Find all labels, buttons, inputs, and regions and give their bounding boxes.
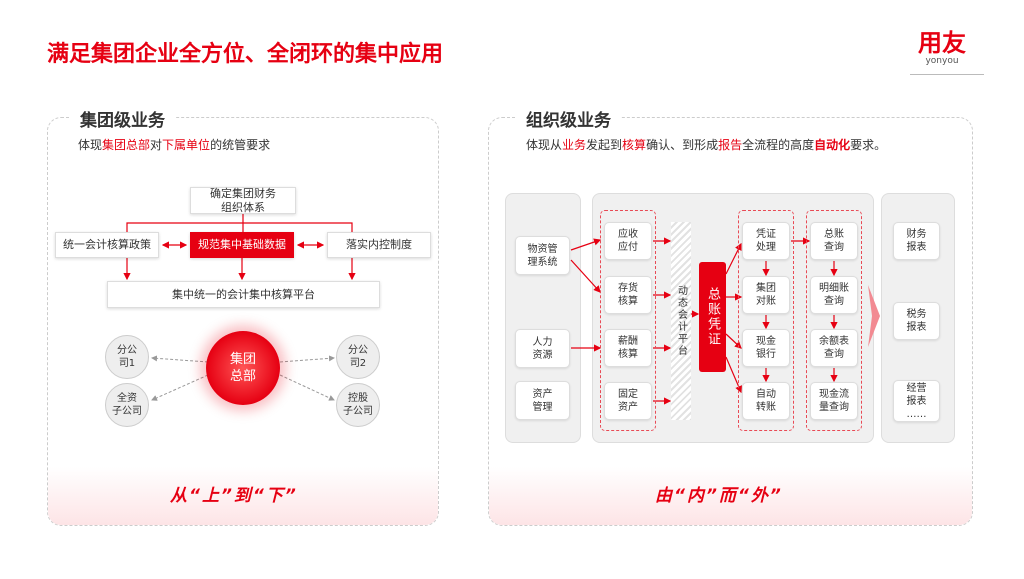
queries-group — [806, 210, 862, 431]
ar-ap-box: 应收 应付 — [604, 222, 652, 260]
hr-box: 人力 资源 — [515, 329, 570, 368]
sub-highlight: 业务 — [562, 138, 587, 152]
sub-text: 全流程的高度 — [742, 138, 815, 152]
sub-text: 体现从 — [526, 138, 563, 152]
operating-report-box: 经营 报表 …… — [893, 380, 940, 422]
sub-highlight: 报告 — [718, 138, 743, 152]
modules-group — [600, 210, 656, 431]
left-slogan: 从“上”到“下” — [170, 486, 298, 506]
gl-voucher-box: 总账凭证 — [699, 262, 726, 372]
financial-report-box: 财务 报表 — [893, 222, 940, 260]
group-level-subtitle: 体现集团总部对下属单位的统管要求 — [78, 136, 270, 153]
header-divider — [910, 74, 984, 75]
fixed-assets-box: 固定 资产 — [604, 382, 652, 420]
sub-text: 发起到 — [586, 138, 623, 152]
inventory-box: 存货 核算 — [604, 276, 652, 314]
yonyou-logo: 用友 yonyou — [912, 30, 972, 66]
group-level-title: 集团级业务 — [70, 106, 175, 131]
asset-mgmt-box: 资产 管理 — [515, 381, 570, 420]
logo-cn: 用友 — [918, 29, 966, 57]
detail-ledger-query-box: 明细账 查询 — [810, 276, 858, 314]
group-reconciliation-box: 集团 对账 — [742, 276, 790, 314]
gl-query-box: 总账 查询 — [810, 222, 858, 260]
group-hq-circle: 集团 总部 — [206, 331, 280, 405]
sub-highlight: 核算 — [622, 138, 647, 152]
tax-report-box: 税务 报表 — [893, 302, 940, 340]
sub-highlight: 集团总部 — [102, 138, 151, 152]
group-level-panel — [47, 117, 439, 526]
sub-text: 确认、到形成 — [646, 138, 719, 152]
dynamic-accounting-platform: 动态会计平台 — [671, 222, 691, 420]
sub-highlight: 自动化 — [814, 138, 851, 152]
finance-org-box: 确定集团财务 组织体系 — [190, 187, 296, 214]
internal-control-box: 落实内控制度 — [327, 232, 431, 258]
wholly-owned-subsidiary-circle: 全资 子公司 — [105, 383, 149, 427]
voucher-processing-box: 凭证 处理 — [742, 222, 790, 260]
sub-text: 对 — [150, 138, 163, 152]
platform-label: 动态会计平台 — [675, 285, 687, 357]
processing-group — [738, 210, 794, 431]
sub-text: 要求。 — [850, 138, 887, 152]
accounting-policy-box: 统一会计核算政策 — [55, 232, 159, 258]
org-level-title: 组织级业务 — [516, 106, 621, 131]
cashflow-query-box: 现金流 量查询 — [810, 382, 858, 420]
base-data-box: 规范集中基础数据 — [190, 232, 294, 258]
sub-text: 的统管要求 — [210, 138, 271, 152]
sub-text: 体现 — [78, 138, 103, 152]
sub-highlight: 下属单位 — [162, 138, 211, 152]
branch-1-circle: 分公 司1 — [105, 335, 149, 379]
voucher-label: 总账凭证 — [705, 287, 720, 347]
branch-2-circle: 分公 司2 — [336, 335, 380, 379]
auto-transfer-box: 自动 转账 — [742, 382, 790, 420]
org-level-subtitle: 体现从业务发起到核算确认、到形成报告全流程的高度自动化要求。 — [526, 136, 886, 153]
holding-subsidiary-circle: 控股 子公司 — [336, 383, 380, 427]
page-title: 满足集团企业全方位、全闭环的集中应用 — [47, 42, 444, 67]
materials-system-box: 物资管 理系统 — [515, 236, 570, 275]
balance-query-box: 余额表 查询 — [810, 329, 858, 367]
logo-en: yonyou — [925, 56, 959, 66]
accounting-platform-box: 集中统一的会计集中核算平台 — [107, 281, 380, 308]
chevron-right-icon — [868, 285, 880, 347]
right-slogan: 由“内”而“外” — [655, 486, 783, 506]
slogan-band — [48, 467, 438, 525]
cash-bank-box: 现金 银行 — [742, 329, 790, 367]
payroll-box: 薪酬 核算 — [604, 329, 652, 367]
